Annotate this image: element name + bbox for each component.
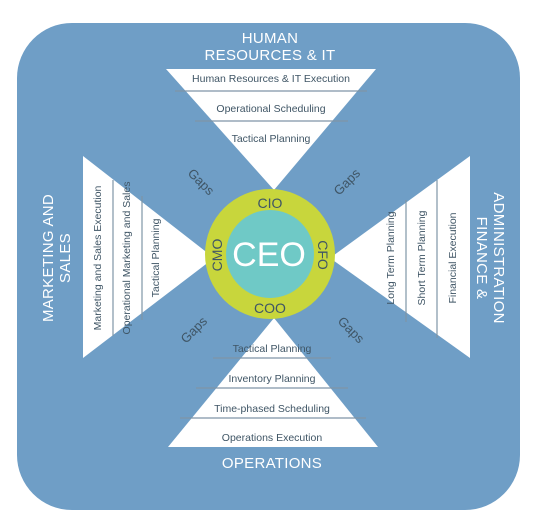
right-triangle [330,156,470,358]
coo-label: COO [254,300,286,316]
top-triangle [166,69,376,190]
right-item-3: Financial Execution [447,212,459,303]
bottom-item-1: Tactical Planning [233,343,312,355]
ceo-circle [226,210,314,298]
right-title-line2: ADMINISTRATION [490,192,507,323]
bottom-item-4: Operations Execution [222,432,323,444]
left-title-line2: SALES [57,233,74,283]
left-item-2: Operational Marketing and Sales [121,182,133,335]
cmo-label: CMO [209,239,225,272]
top-item-1: Human Resources & IT Execution [192,73,350,85]
right-title-line1: FINANCE & [473,217,490,300]
top-title-line1: HUMAN [242,30,299,47]
left-item-3: Tactical Planning [150,218,162,297]
bottom-title: OPERATIONS [222,455,322,472]
cio-label: CIO [258,195,283,211]
right-item-1: Long Term Planning [385,211,397,304]
left-triangle [83,156,214,358]
top-item-2: Operational Scheduling [216,103,325,115]
bottom-triangle [168,318,378,447]
left-title-line1: MARKETING AND [40,194,57,322]
top-title-line2: RESOURCES & IT [205,47,336,64]
top-item-3: Tactical Planning [232,133,311,145]
ceo-label: CEO [232,236,306,274]
right-item-2: Short Term Planning [416,210,428,305]
bottom-item-2: Inventory Planning [229,373,316,385]
cfo-label: CFO [315,240,331,270]
bottom-item-3: Time-phased Scheduling [214,403,330,415]
left-item-1: Marketing and Sales Execution [92,185,104,330]
